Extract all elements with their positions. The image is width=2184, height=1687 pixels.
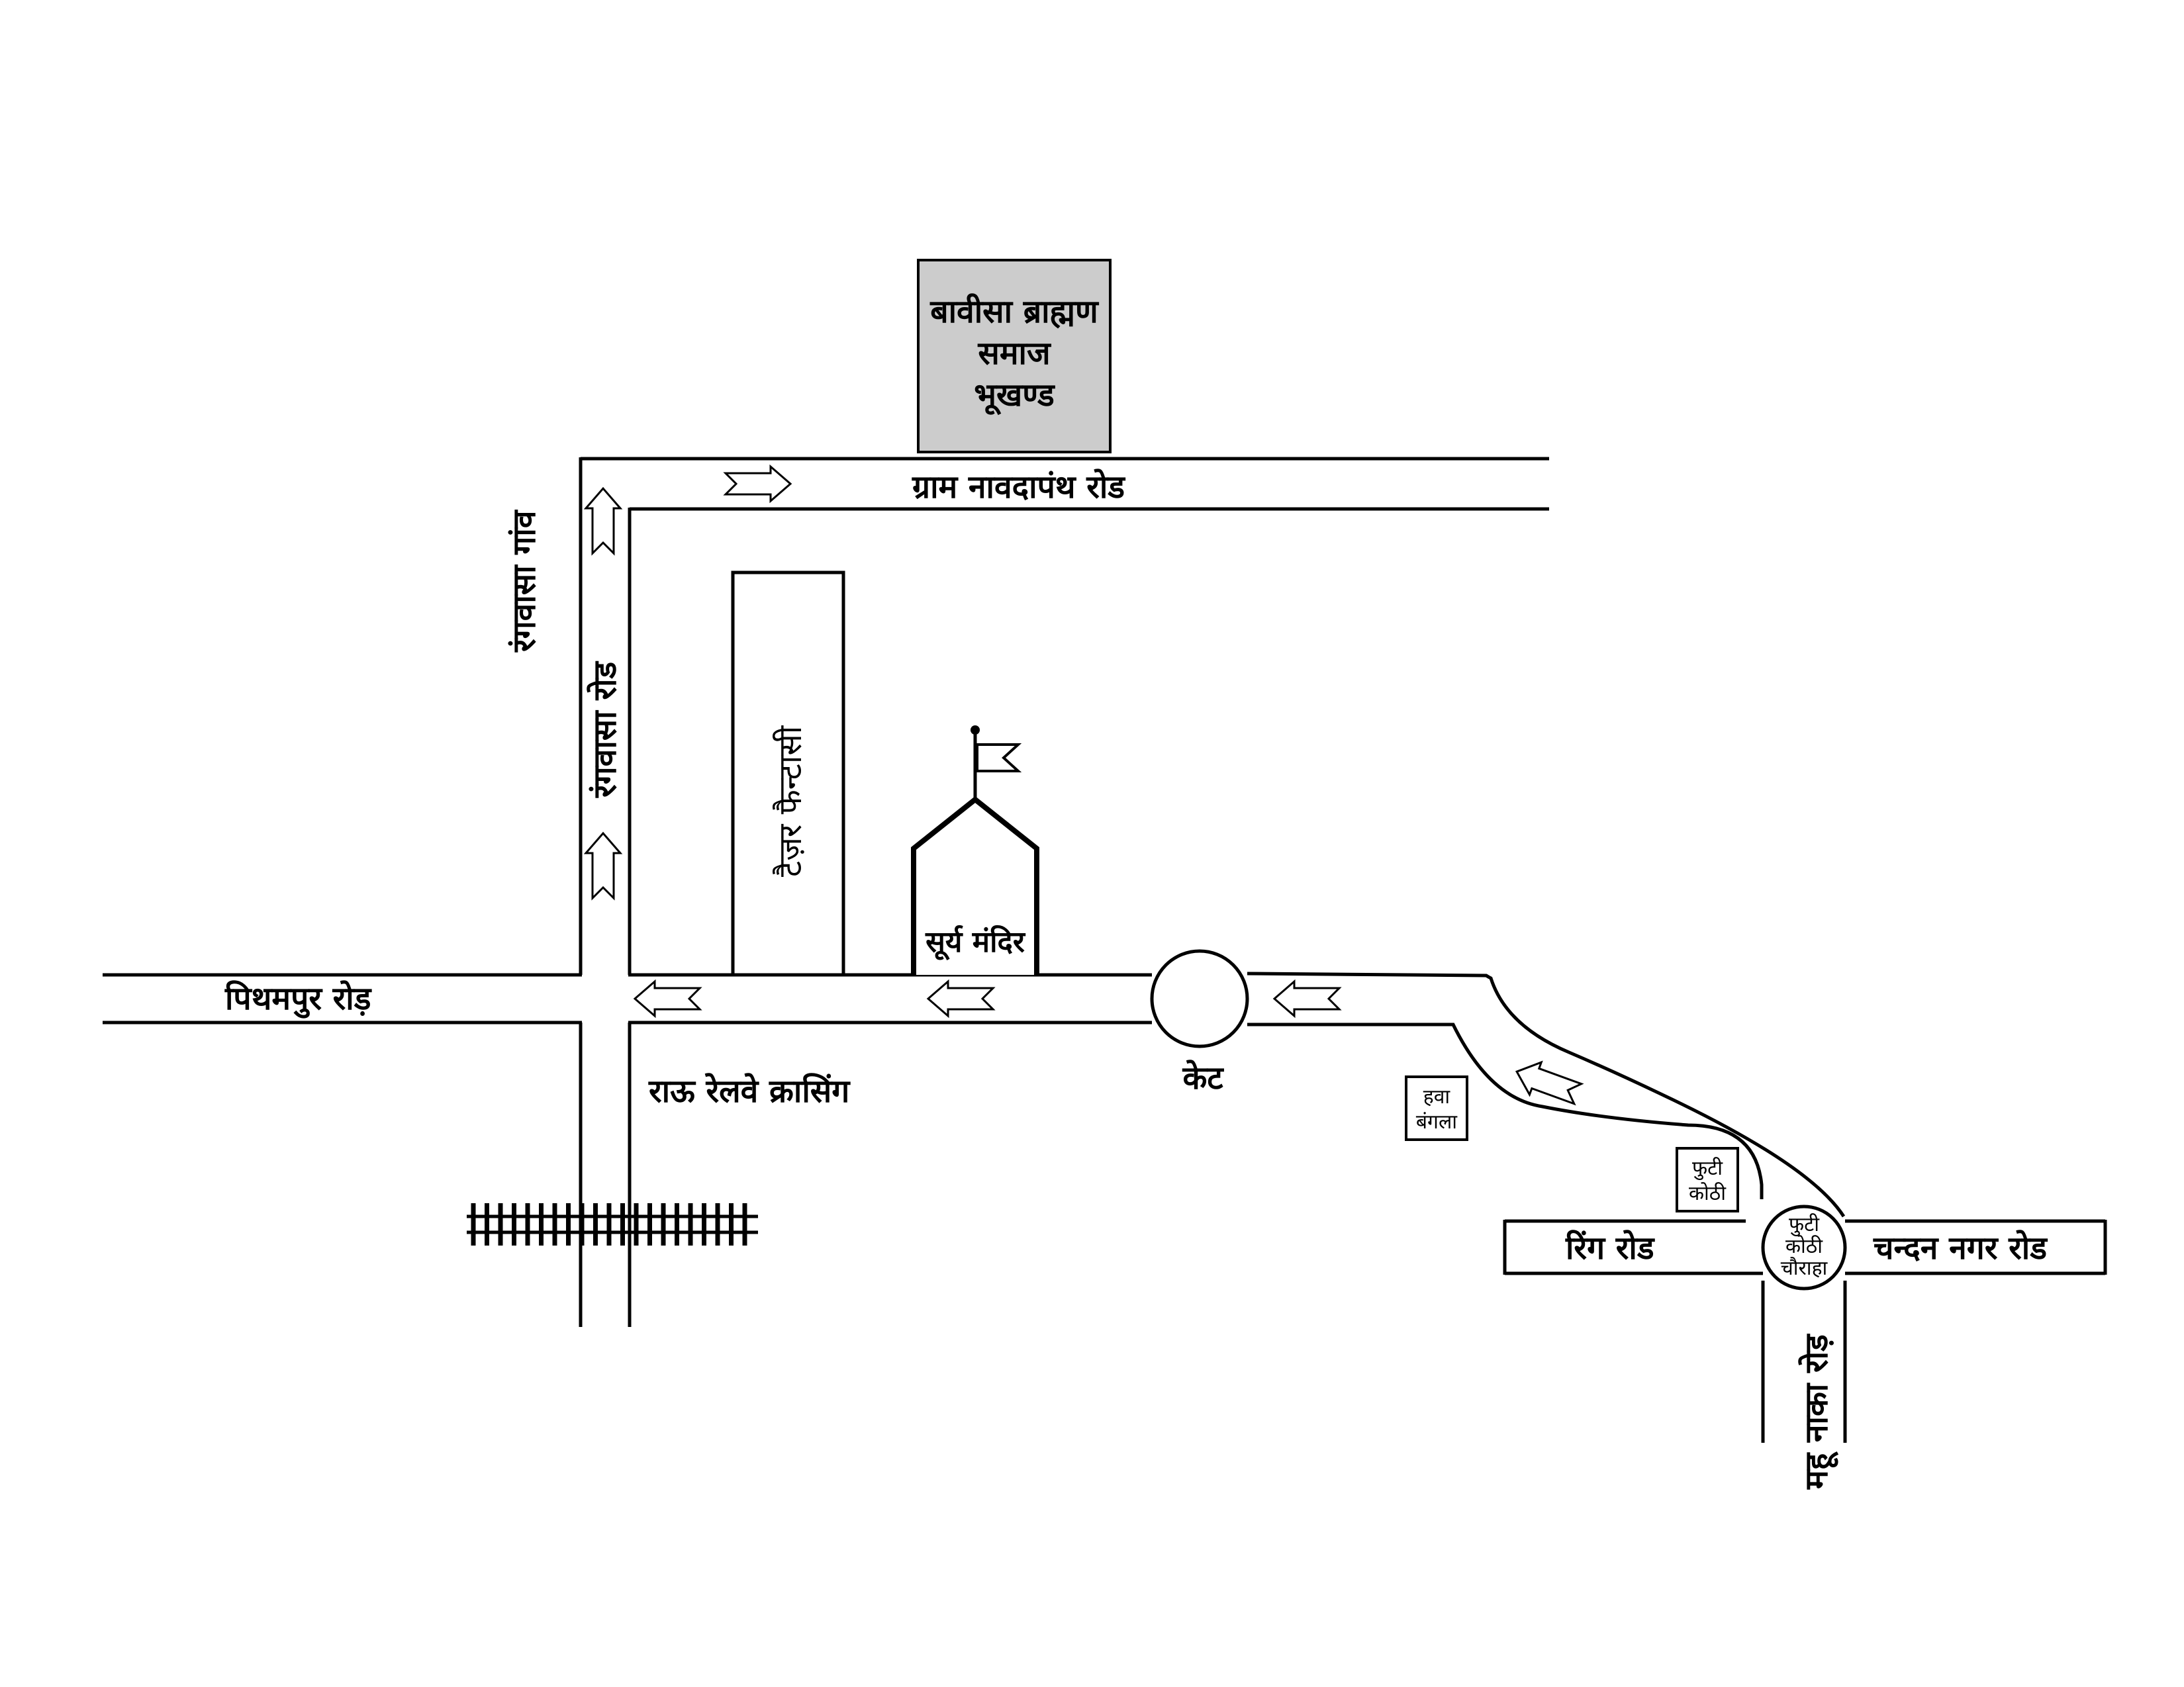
tower-fantasy-label: टैज़र फैन्टासी <box>772 725 809 877</box>
gram-navdapanth-road-label: ग्राम नावदापंथ रोड <box>912 469 1125 506</box>
direction-arrow-icon <box>583 486 623 556</box>
direction-arrow-icon <box>1515 1060 1584 1106</box>
direction-arrow-icon <box>1272 979 1342 1019</box>
rangwasa-gaon-label: रंगवासा गांव <box>506 509 543 653</box>
ket-roundabout <box>1150 949 1249 1048</box>
mhow-naka-road-label: महू नाका रोड़ <box>1798 1334 1839 1490</box>
tower-fantasy-building <box>731 570 845 977</box>
pithampur-road-label: पिथमपुर रोड़ <box>224 980 372 1019</box>
futi-kothi-label-line2: कोठी <box>1689 1182 1727 1205</box>
hawa-bangla-label-line2: बंगला <box>1416 1111 1458 1134</box>
landmark-label-line1: बावीसा ब्राह्मण <box>929 293 1100 330</box>
direction-arrow-icon <box>633 979 702 1019</box>
chandan-nagar-road-label: चन्दन नगर रोड <box>1873 1230 2048 1267</box>
curved-road-bottom-edge <box>1247 1023 1764 1199</box>
flag-pole-top <box>971 725 980 735</box>
ket-label: केट <box>1182 1060 1224 1097</box>
surya-mandir-label: सूर्य मंदिर <box>925 925 1026 961</box>
futi-kothi-chauraha <box>1761 1205 1847 1291</box>
curved-road-top-edge <box>1247 972 1846 1218</box>
hawa-bangla-box <box>1405 1075 1468 1141</box>
rau-railway-crossing-label: राऊ रेलवे क्रासिंग <box>648 1073 851 1110</box>
railway-track-icon <box>467 1203 758 1246</box>
rangwasa-road-label: रंगवासा रोड <box>587 661 624 798</box>
chauraha-label-line1: फुटी <box>1789 1213 1820 1237</box>
direction-arrow-icon <box>723 464 792 504</box>
ring-road-label: रिंग रोड <box>1565 1230 1655 1267</box>
futi-kothi-label-line1: फुटी <box>1692 1157 1723 1181</box>
direction-arrow-icon <box>583 831 623 901</box>
landmark-plot <box>917 259 1112 453</box>
flag-icon <box>976 743 1022 772</box>
futi-kothi-box <box>1676 1147 1739 1212</box>
hawa-bangla-label-line1: हवा <box>1423 1085 1451 1109</box>
chauraha-label-line2: कोठी <box>1785 1235 1823 1258</box>
direction-arrow-icon <box>926 979 996 1019</box>
landmark-label-line2: समाज <box>977 335 1052 372</box>
chauraha-label-line3: चौराहा <box>1781 1257 1828 1280</box>
landmark-label-line3: भूखण्ड <box>974 377 1055 416</box>
